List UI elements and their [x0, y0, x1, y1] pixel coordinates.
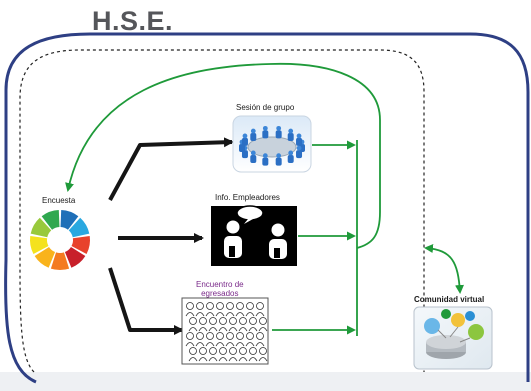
- encuesta-label: Encuesta: [42, 196, 76, 205]
- encuesta-chart-icon: [29, 210, 90, 270]
- sesion-grupo-image: [232, 115, 312, 173]
- encuentro-egresados-image: [181, 297, 269, 365]
- encuentro-label-line1: Encuentro de: [196, 280, 244, 289]
- bidirectional-link-arrow: [424, 244, 465, 294]
- encuesta-ring-segment: [50, 252, 70, 270]
- encuesta-ring-segment: [29, 235, 49, 254]
- encuentro-egresados-label: Encuentro de egresados: [196, 280, 244, 298]
- encuesta-ring-segment: [30, 217, 52, 238]
- footer-band: [0, 372, 531, 391]
- comunidad-virtual-image: [413, 306, 493, 370]
- encuesta-ring-segment: [68, 217, 90, 238]
- encuesta-ring-segment: [34, 246, 56, 268]
- info-empleadores-label: Info. Empleadores: [215, 193, 280, 202]
- info-empleadores-image: [211, 205, 297, 266]
- encuentro-label-line2: egresados: [201, 289, 239, 298]
- sesion-grupo-label: Sesión de grupo: [236, 103, 295, 112]
- comunidad-virtual-label: Comunidad virtual: [414, 295, 485, 304]
- outer-boundary: [4, 32, 530, 384]
- arrow-to-sesion: [108, 137, 234, 201]
- encuesta-ring-segment: [64, 246, 86, 268]
- encuesta-ring-segment: [41, 210, 60, 230]
- encuesta-ring-segment: [71, 235, 90, 254]
- arrow-to-encuentro: [108, 267, 184, 335]
- feedback-loop-arrow: [65, 62, 381, 249]
- encuesta-ring-segment: [60, 210, 79, 230]
- diagram-title: H.S.E.: [92, 6, 174, 36]
